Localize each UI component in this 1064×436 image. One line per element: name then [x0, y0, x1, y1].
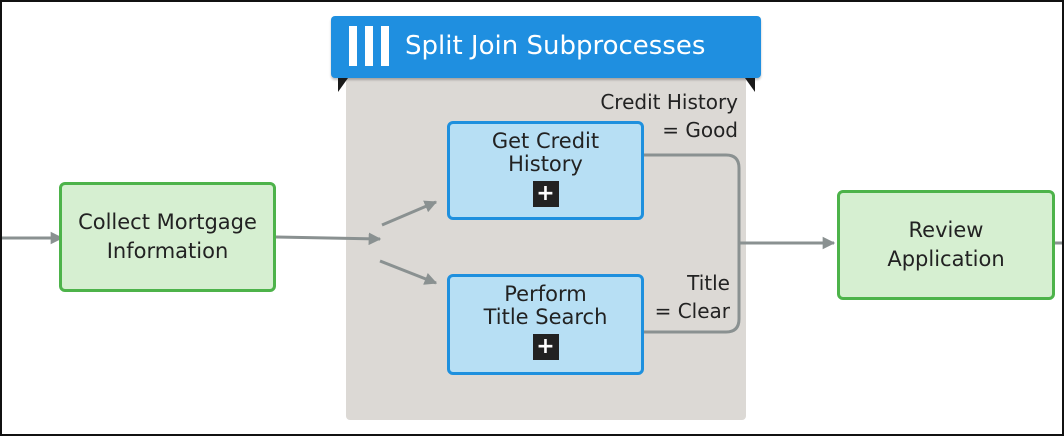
subprocess-title: Split Join Subprocesses [405, 31, 706, 61]
task-collect-mortgage-information[interactable]: Collect Mortgage Information [59, 182, 276, 292]
parallel-bars-icon [349, 26, 391, 66]
connector-to-split[interactable] [275, 232, 382, 246]
task-perform-title-search[interactable]: Perform Title Search + [447, 274, 644, 375]
expand-plus-icon[interactable]: + [532, 334, 559, 360]
task-label: Collect Mortgage Information [78, 210, 257, 263]
header-corner-right [745, 78, 755, 92]
condition-title-clear: Title = Clear [654, 271, 730, 323]
task-label: Review Application [887, 218, 1005, 271]
task-get-credit-history[interactable]: Get Credit History + [447, 121, 644, 220]
connector-split-title[interactable] [379, 259, 438, 285]
header-corner-left [338, 78, 348, 92]
expand-plus-icon[interactable]: + [532, 181, 559, 207]
connector-title-join[interactable] [644, 242, 741, 334]
task-review-application[interactable]: Review Application [837, 190, 1055, 300]
condition-credit-history-good: Credit History = Good [600, 90, 738, 142]
subprocess-header[interactable]: Split Join Subprocesses [331, 16, 761, 78]
task-label: Perform Title Search [483, 282, 608, 329]
task-label: Get Credit History [491, 129, 600, 176]
connector-split-credit[interactable] [381, 200, 438, 227]
connector-credit-join[interactable] [644, 153, 741, 244]
